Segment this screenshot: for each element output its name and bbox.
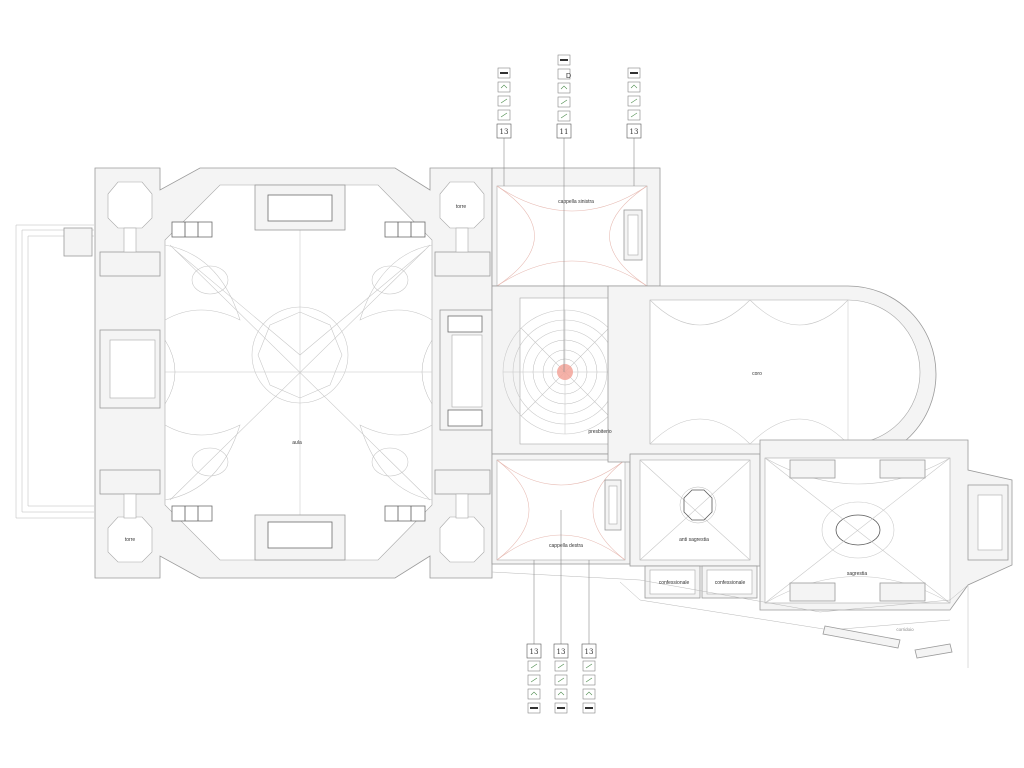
stack-icon-glyph [582,688,596,700]
highlight-marker [557,364,573,380]
anti-sagrestia [629,453,761,567]
label-sagrestia: sagrestia [847,571,868,577]
marker-tag [581,643,597,659]
label-corridor: corridoio [896,627,914,632]
marker-tag [626,123,642,139]
stack-icon-glyph [527,688,541,700]
marker-tag [526,643,542,659]
marker-stack-top-center[interactable]: D 11 [556,54,572,372]
label-anti-sagrestia: anti sagrestia [679,537,709,543]
label-coro: coro [752,371,762,377]
stack-icon-glyph [557,68,571,80]
marker-number: 13 [630,128,639,136]
label-presbiterio: presbiterio [588,429,612,435]
label-cappella-destra: cappella destra [549,543,583,549]
stack-icon-glyph [627,81,641,93]
aula-block [94,167,493,579]
stack-icon-glyph [557,82,571,94]
marker-stack-bottom-right[interactable]: 13 [581,560,597,714]
outer-corridor [491,571,969,668]
label-confessionale-2: confessionale [715,580,746,586]
stack-extra-glyph: D [566,73,571,80]
marker-stack-bottom-center[interactable]: 13 [553,510,569,714]
towers [107,181,485,563]
left-enclosure [15,224,94,519]
marker-tag [556,123,572,139]
connector [439,309,496,431]
cappella-sinistra [491,167,661,287]
marker-number: 11 [560,128,569,136]
label-torre-bottom: torre [125,537,136,543]
coro [607,285,937,463]
stack-icon-glyph [497,81,511,93]
marker-stack-top-left[interactable]: 13 [496,67,512,186]
label-confessionale-1: confessionale [659,580,690,586]
marker-stack-top-right[interactable]: 13 [626,67,642,186]
marker-number: 13 [557,648,566,656]
sagrestia [759,439,1013,611]
label-aula: aula [292,440,302,446]
label-torre-top: torre [456,204,467,210]
stack-icon-glyph [554,688,568,700]
marker-tag [496,123,512,139]
marker-number: 13 [530,648,539,656]
marker-number: 13 [500,128,509,136]
marker-stack-bottom-left[interactable]: 13 [526,560,542,714]
marker-tag [553,643,569,659]
marker-number: 13 [585,648,594,656]
label-cappella-sinistra: cappella sinistra [558,199,594,205]
